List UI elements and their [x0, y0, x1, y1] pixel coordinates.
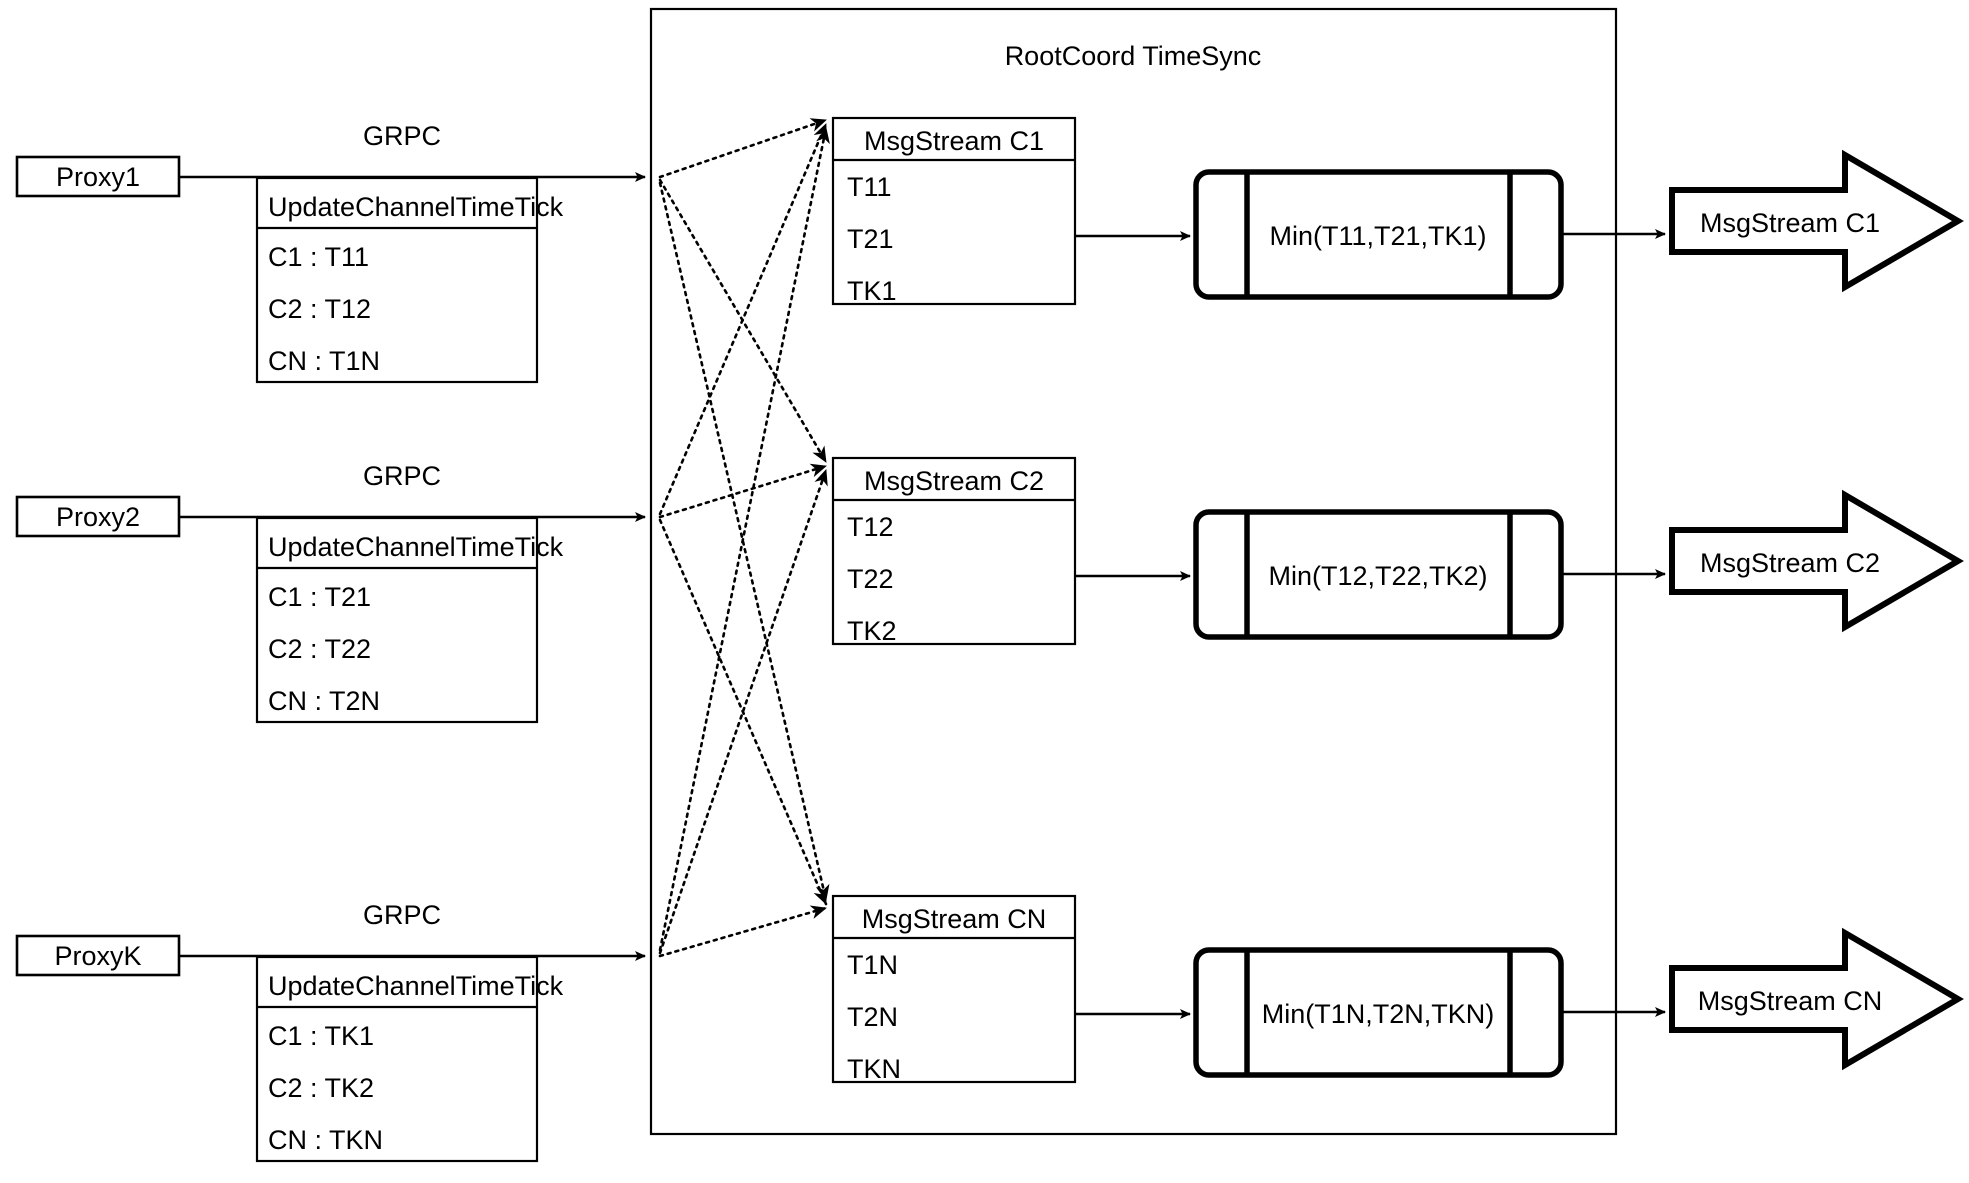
row-proxy2: Proxy2 GRPC UpdateChannelTimeTick C1 : T… — [15, 456, 1964, 724]
msgstream-entry: T22 — [847, 564, 894, 594]
update-channel-timetick-entry: C2 : T22 — [268, 634, 371, 664]
msgstream-entry: TKN — [847, 1054, 901, 1084]
output-arrow-label-3: MsgStream CN — [1698, 986, 1883, 1016]
msgstream-box-2: MsgStream C2 T12 T22 TK2 — [831, 456, 1077, 646]
update-channel-timetick-title-2: UpdateChannelTimeTick — [268, 532, 564, 562]
min-process-box-3: Min(T1N,T2N,TKN) — [1193, 947, 1564, 1078]
update-channel-timetick-title-3: UpdateChannelTimeTick — [268, 971, 564, 1001]
msgstream-title-2: MsgStream C2 — [864, 466, 1044, 496]
msgstream-box-1: MsgStream C1 T11 T21 TK1 — [831, 116, 1077, 306]
output-arrow-3: MsgStream CN — [1669, 927, 1964, 1071]
update-channel-timetick-box-3: UpdateChannelTimeTick C1 : TK1 C2 : TK2 … — [255, 955, 564, 1163]
update-channel-timetick-box-1: UpdateChannelTimeTick C1 : T11 C2 : T12 … — [255, 176, 564, 384]
update-channel-timetick-entry: CN : TKN — [268, 1125, 383, 1155]
update-channel-timetick-title-1: UpdateChannelTimeTick — [268, 192, 564, 222]
msgstream-title-3: MsgStream CN — [862, 904, 1047, 934]
update-channel-timetick-entry: C1 : T21 — [268, 582, 371, 612]
update-channel-timetick-entry: CN : T2N — [268, 686, 380, 716]
msgstream-entry: T1N — [847, 950, 898, 980]
output-arrow-label-2: MsgStream C2 — [1700, 548, 1880, 578]
msgstream-title-1: MsgStream C1 — [864, 126, 1044, 156]
min-process-box-1: Min(T11,T21,TK1) — [1193, 169, 1564, 300]
msgstream-entry: T12 — [847, 512, 894, 542]
proxy-label-3: ProxyK — [54, 941, 141, 971]
output-arrow-2: MsgStream C2 — [1669, 489, 1964, 633]
msgstream-entry: TK2 — [847, 616, 897, 646]
timetick-routing-links — [658, 118, 830, 958]
proxy-box-3[interactable]: ProxyK — [15, 934, 181, 977]
msgstream-entry: TK1 — [847, 276, 897, 306]
update-channel-timetick-entry: CN : T1N — [268, 346, 380, 376]
row-proxy1: Proxy1 GRPC UpdateChannelTimeTick C1 : T… — [15, 116, 1964, 384]
update-channel-timetick-entry: C1 : TK1 — [268, 1021, 374, 1051]
msgstream-entry: T21 — [847, 224, 894, 254]
update-channel-timetick-entry: C2 : T12 — [268, 294, 371, 324]
proxy-box-2[interactable]: Proxy2 — [15, 495, 181, 538]
grpc-label-3: GRPC — [363, 900, 441, 930]
msgstream-entry: T2N — [847, 1002, 898, 1032]
rootcoord-timesync-title: RootCoord TimeSync — [1005, 41, 1262, 71]
min-process-label-3: Min(T1N,T2N,TKN) — [1262, 999, 1495, 1029]
routing-link-pk-c2 — [658, 468, 828, 955]
msgstream-box-3: MsgStream CN T1N T2N TKN — [831, 894, 1077, 1084]
min-process-label-1: Min(T11,T21,TK1) — [1269, 221, 1486, 251]
routing-link-pk-c1 — [658, 126, 830, 952]
proxy-label-1: Proxy1 — [56, 162, 140, 192]
update-channel-timetick-entry: C1 : T11 — [268, 242, 369, 272]
output-arrow-label-1: MsgStream C1 — [1700, 208, 1880, 238]
routing-link-p2-c1 — [658, 122, 828, 516]
routing-link-pk-cn — [658, 905, 828, 958]
grpc-label-2: GRPC — [363, 461, 441, 491]
routing-link-p2-c2 — [658, 463, 828, 519]
proxy-box-1[interactable]: Proxy1 — [15, 155, 181, 198]
proxy-label-2: Proxy2 — [56, 502, 140, 532]
msgstream-entry: T11 — [847, 172, 892, 202]
update-channel-timetick-entry: C2 : TK2 — [268, 1073, 374, 1103]
min-process-label-2: Min(T12,T22,TK2) — [1268, 561, 1487, 591]
min-process-box-2: Min(T12,T22,TK2) — [1193, 509, 1564, 640]
rootcoord-timesync-container: RootCoord TimeSync — [649, 7, 1618, 1136]
grpc-label-1: GRPC — [363, 121, 441, 151]
row-proxyk: ProxyK GRPC UpdateChannelTimeTick C1 : T… — [15, 894, 1964, 1163]
routing-link-p1-c1 — [658, 118, 828, 179]
output-arrow-1: MsgStream C1 — [1669, 149, 1964, 293]
update-channel-timetick-box-2: UpdateChannelTimeTick C1 : T21 C2 : T22 … — [255, 516, 564, 724]
